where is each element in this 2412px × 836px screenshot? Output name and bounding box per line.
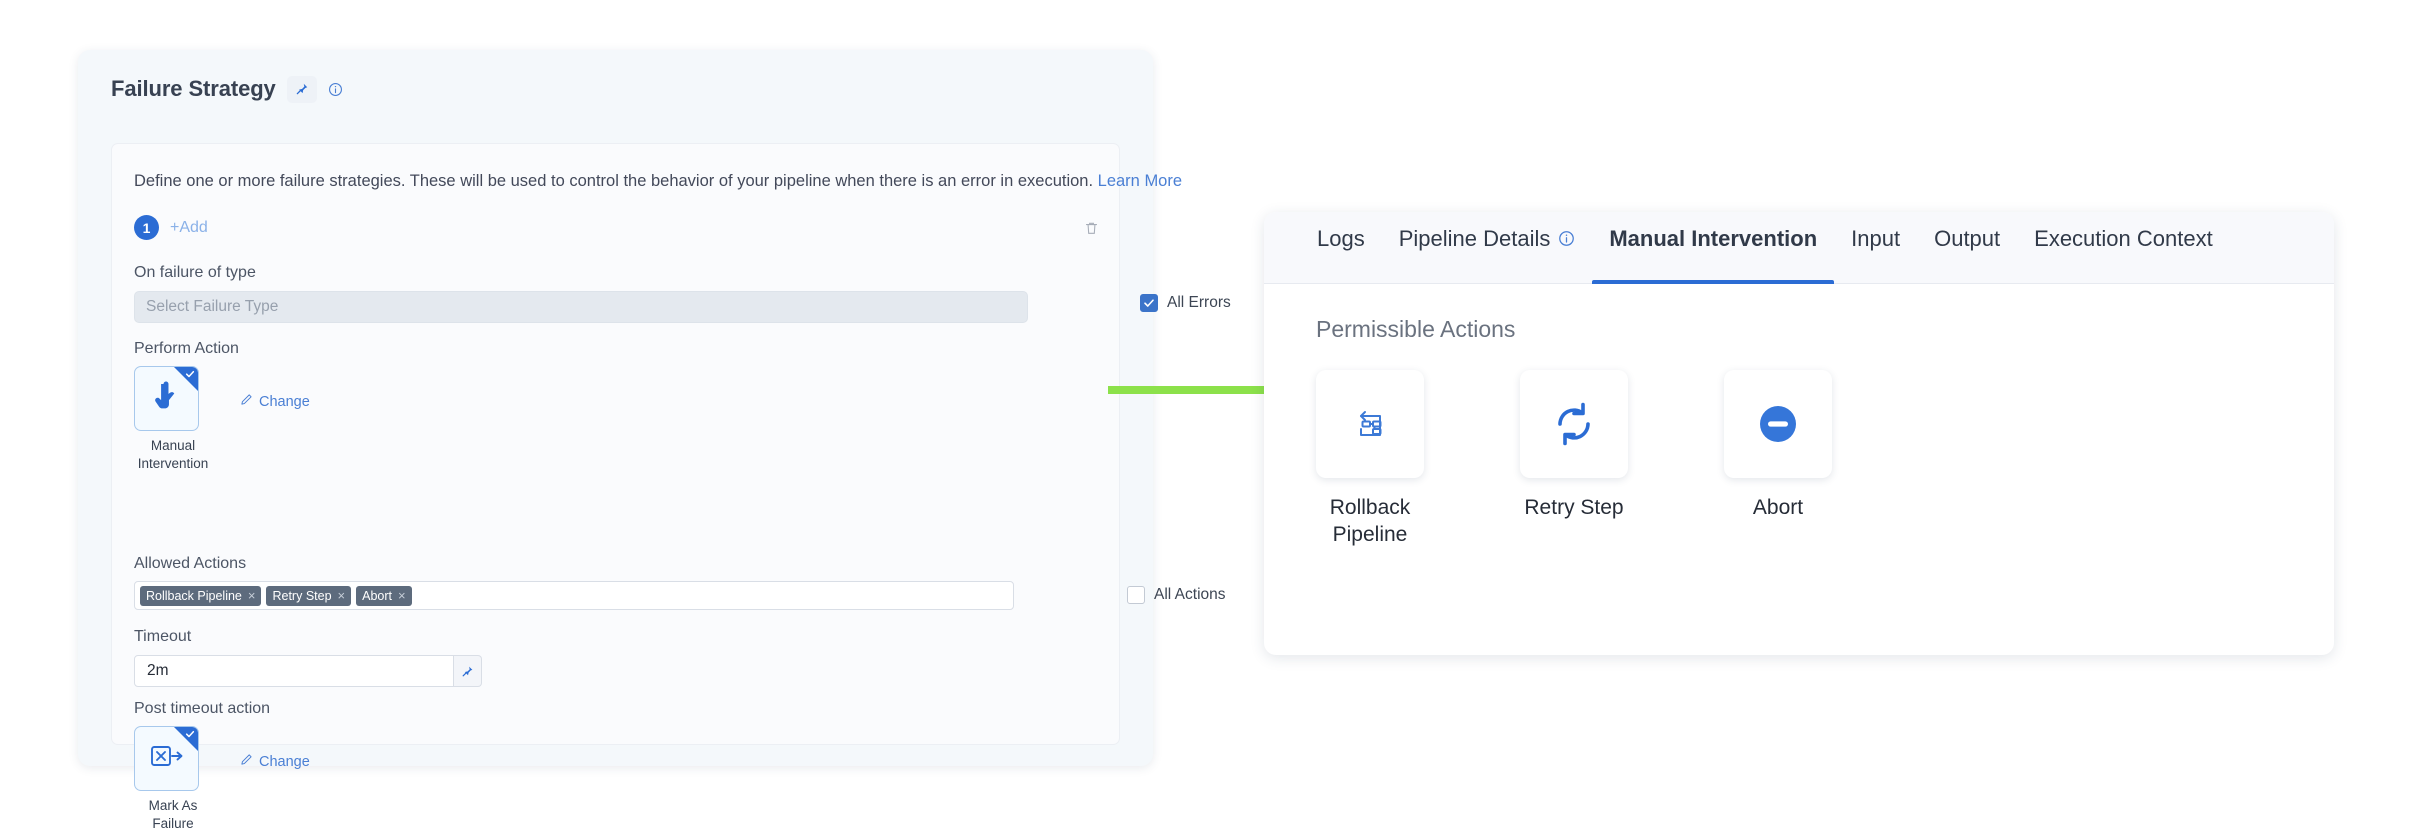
strategy-add-row: 1 +Add xyxy=(134,215,1099,240)
tab-label: Output xyxy=(1934,225,2001,251)
failure-strategy-card: Failure Strategy Define one or more fail… xyxy=(78,50,1231,831)
manual-intervention-label-line2: Intervention xyxy=(137,455,209,471)
change-post-timeout-action-label: Change xyxy=(259,753,310,770)
permissible-action-item: Retry Step xyxy=(1520,370,1628,549)
tab-logs[interactable]: Logs xyxy=(1300,212,1382,283)
allowed-action-tag-label: Rollback Pipeline xyxy=(146,588,242,603)
manual-intervention-icon xyxy=(152,380,182,417)
mark-as-failure-icon xyxy=(149,743,185,774)
abort-icon xyxy=(1753,399,1803,449)
check-icon xyxy=(185,369,195,382)
tab-input[interactable]: Input xyxy=(1834,212,1917,283)
perform-action-group: Manual Intervention Change xyxy=(134,366,310,473)
mark-as-failure-tile[interactable] xyxy=(134,726,199,791)
on-failure-type-label: On failure of type xyxy=(134,264,256,281)
timeout-pin-icon[interactable] xyxy=(454,655,482,687)
post-timeout-action-group: Mark As Failure Change xyxy=(134,726,310,833)
manual-intervention-label-line1: Manual xyxy=(150,438,196,453)
mark-as-failure-label: Mark As Failure xyxy=(134,797,212,833)
description-sentence: Define one or more failure strategies. T… xyxy=(134,172,1094,190)
timeout-field-group: 2m xyxy=(134,655,482,687)
tab-output[interactable]: Output xyxy=(1917,212,2017,283)
allowed-action-tag-label: Abort xyxy=(362,588,393,603)
mark-as-failure-label-line1: Mark As xyxy=(148,798,198,813)
tab-manual-intervention[interactable]: Manual Intervention xyxy=(1592,212,1834,284)
post-timeout-action-label: Post timeout action xyxy=(134,700,271,717)
manual-intervention-label: Manual Intervention xyxy=(134,437,212,473)
close-icon[interactable]: × xyxy=(247,588,256,603)
description-text: Define one or more failure strategies. T… xyxy=(134,172,1182,191)
page-title: Failure Strategy xyxy=(111,76,276,101)
info-icon[interactable] xyxy=(1558,230,1575,247)
manual-intervention-tile[interactable] xyxy=(134,366,199,431)
failure-type-select[interactable]: Select Failure Type xyxy=(134,291,1028,323)
learn-more-link[interactable]: Learn More xyxy=(1097,172,1183,190)
timeout-input[interactable]: 2m xyxy=(134,655,454,687)
all-actions-checkbox-box[interactable] xyxy=(1127,586,1145,604)
tab-label: Pipeline Details xyxy=(1398,225,1551,251)
allowed-action-tag-label: Retry Step xyxy=(272,588,332,603)
permissible-action-label-line1: Abort xyxy=(1752,496,1804,519)
permissible-action-label-line1: Retry Step xyxy=(1524,496,1624,519)
tab-execution-context[interactable]: Execution Context xyxy=(2017,212,2230,283)
allowed-actions-input[interactable]: Rollback Pipeline × Retry Step × Abort × xyxy=(134,581,1014,610)
all-errors-checkbox[interactable]: All Errors xyxy=(1140,294,1231,312)
allowed-action-tag[interactable]: Abort × xyxy=(356,585,412,606)
change-perform-action-button[interactable]: Change xyxy=(240,393,310,410)
pencil-icon xyxy=(240,753,253,770)
mark-as-failure-label-line2: Failure xyxy=(152,815,194,831)
close-icon[interactable]: × xyxy=(398,588,406,603)
allowed-actions-label: Allowed Actions xyxy=(134,555,247,572)
allowed-action-tag[interactable]: Retry Step × xyxy=(266,585,352,606)
tab-pipeline-details[interactable]: Pipeline Details xyxy=(1382,212,1593,283)
all-actions-checkbox[interactable]: All Actions xyxy=(1127,586,1226,604)
permissible-action-label: Retry Step xyxy=(1520,495,1628,522)
retry-step-icon xyxy=(1549,399,1599,449)
all-errors-label: All Errors xyxy=(1167,294,1231,311)
permissible-action-button[interactable] xyxy=(1316,370,1424,478)
change-post-timeout-action-button[interactable]: Change xyxy=(240,753,310,770)
failure-strategy-panel: Define one or more failure strategies. T… xyxy=(111,143,1231,831)
detail-tab-bar: Logs Pipeline Details Manual Intervention I… xyxy=(1264,212,2334,284)
all-actions-label: All Actions xyxy=(1154,586,1226,603)
rollback-pipeline-icon xyxy=(1348,402,1392,446)
all-errors-checkbox-box[interactable] xyxy=(1140,294,1158,312)
close-icon[interactable]: × xyxy=(337,588,346,603)
allowed-action-tag[interactable]: Rollback Pipeline × xyxy=(140,585,262,606)
selected-corner-badge xyxy=(174,367,198,391)
permissible-action-label-line2: Pipeline xyxy=(1332,522,1408,546)
step-detail-panel: Logs Pipeline Details Manual Intervention I… xyxy=(1264,212,2334,655)
timeout-label: Timeout xyxy=(134,628,192,645)
tab-label: Input xyxy=(1851,225,1901,251)
pencil-icon xyxy=(240,393,253,410)
info-icon[interactable] xyxy=(328,82,343,97)
permissible-action-button[interactable] xyxy=(1520,370,1628,478)
trash-icon[interactable] xyxy=(1084,220,1099,236)
permissible-action-button[interactable] xyxy=(1724,370,1832,478)
tab-label: Manual Intervention xyxy=(1609,225,1818,251)
change-perform-action-label: Change xyxy=(259,393,310,410)
card-header: Failure Strategy xyxy=(78,50,1153,106)
permissible-action-label-line1: Rollback xyxy=(1329,496,1411,519)
selected-corner-badge xyxy=(174,727,198,751)
pin-icon[interactable] xyxy=(286,75,317,103)
perform-action-label: Perform Action xyxy=(134,340,239,357)
permissible-action-label: Abort xyxy=(1724,495,1832,522)
add-strategy-button[interactable]: +Add xyxy=(170,218,208,236)
tab-label: Execution Context xyxy=(2034,225,2213,251)
check-icon xyxy=(185,729,195,742)
tab-label: Logs xyxy=(1317,225,1365,251)
permissible-action-item: Abort xyxy=(1724,370,1832,549)
strategy-index-badge[interactable]: 1 xyxy=(134,215,159,240)
permissible-actions-title: Permissible Actions xyxy=(1316,316,1516,342)
